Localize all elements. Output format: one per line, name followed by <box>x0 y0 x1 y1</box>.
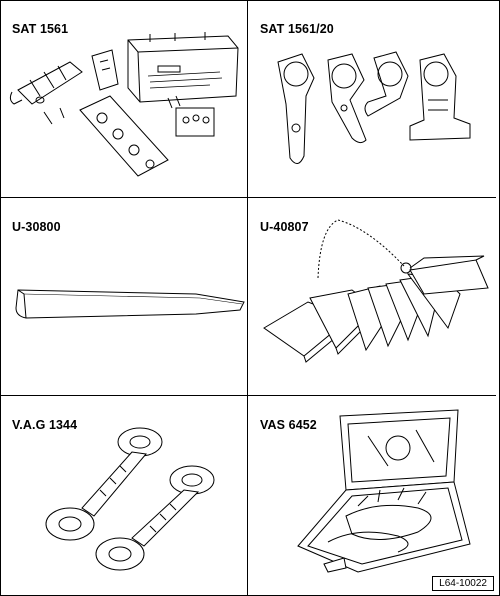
panel-vag-1344: V.A.G 1344 <box>0 396 248 596</box>
wedge-tool-illustration <box>15 289 245 319</box>
panel-label: U-40807 <box>260 220 309 234</box>
panel-u-40807: U-40807 <box>248 198 496 396</box>
panel-sat-1561: SAT 1561 <box>0 0 248 198</box>
tool-case-kit-illustration <box>297 409 471 573</box>
cutter-blades-illustration <box>277 51 471 164</box>
panel-sat-1561-20: SAT 1561/20 <box>248 0 496 198</box>
panel-label: SAT 1561 <box>12 22 69 36</box>
panel-u-30800: U-30800 <box>0 198 248 396</box>
figure-code: L64-10022 <box>432 576 494 591</box>
panel-label: U-30800 <box>12 220 61 234</box>
suction-lifters-illustration <box>45 427 215 571</box>
panel-label: VAS 6452 <box>260 418 317 432</box>
feeler-plates-on-chain-illustration <box>263 219 489 363</box>
panel-label: SAT 1561/20 <box>260 22 334 36</box>
oscillating-cutter-kit-illustration <box>9 32 239 177</box>
panel-vas-6452: VAS 6452 <box>248 396 496 596</box>
panel-label: V.A.G 1344 <box>12 418 78 432</box>
